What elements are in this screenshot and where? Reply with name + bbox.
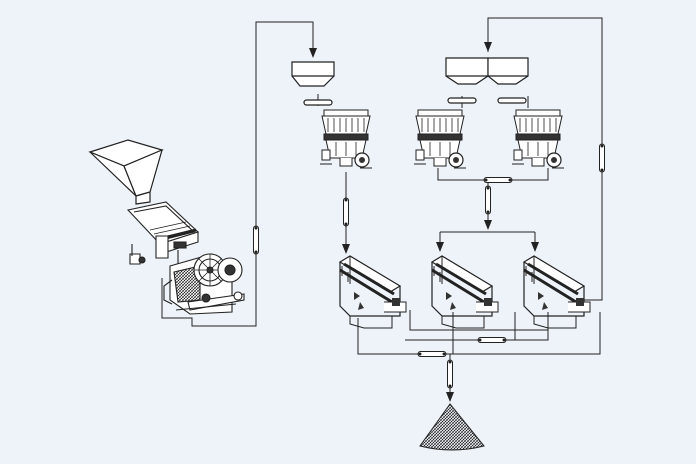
cone-crusher-icon	[319, 109, 373, 169]
conveyor-icon	[343, 197, 349, 227]
flow-lines	[162, 18, 602, 400]
conveyor-icon	[253, 225, 259, 255]
belt-conveyors	[253, 143, 605, 389]
cone-crusher-icon	[413, 109, 467, 169]
hopper-icon	[90, 140, 162, 204]
bin-icon	[292, 62, 334, 105]
conveyor-icon	[477, 337, 507, 343]
feeder-icon	[128, 202, 198, 264]
conveyor-icon	[447, 359, 453, 389]
conveyor-icon	[485, 185, 491, 215]
screen-icon	[522, 254, 592, 330]
bin-icon	[446, 58, 528, 103]
jaw-crusher-icon	[164, 254, 244, 314]
conveyor-icon	[417, 351, 447, 357]
conveyor-icon	[599, 143, 605, 173]
cone-crusher-icon	[511, 109, 565, 169]
screen-icon	[338, 254, 408, 330]
conveyor-icon	[483, 177, 513, 183]
screen-icon	[430, 254, 500, 330]
stockpile-icon	[420, 404, 484, 450]
flow-arrows	[309, 42, 539, 402]
